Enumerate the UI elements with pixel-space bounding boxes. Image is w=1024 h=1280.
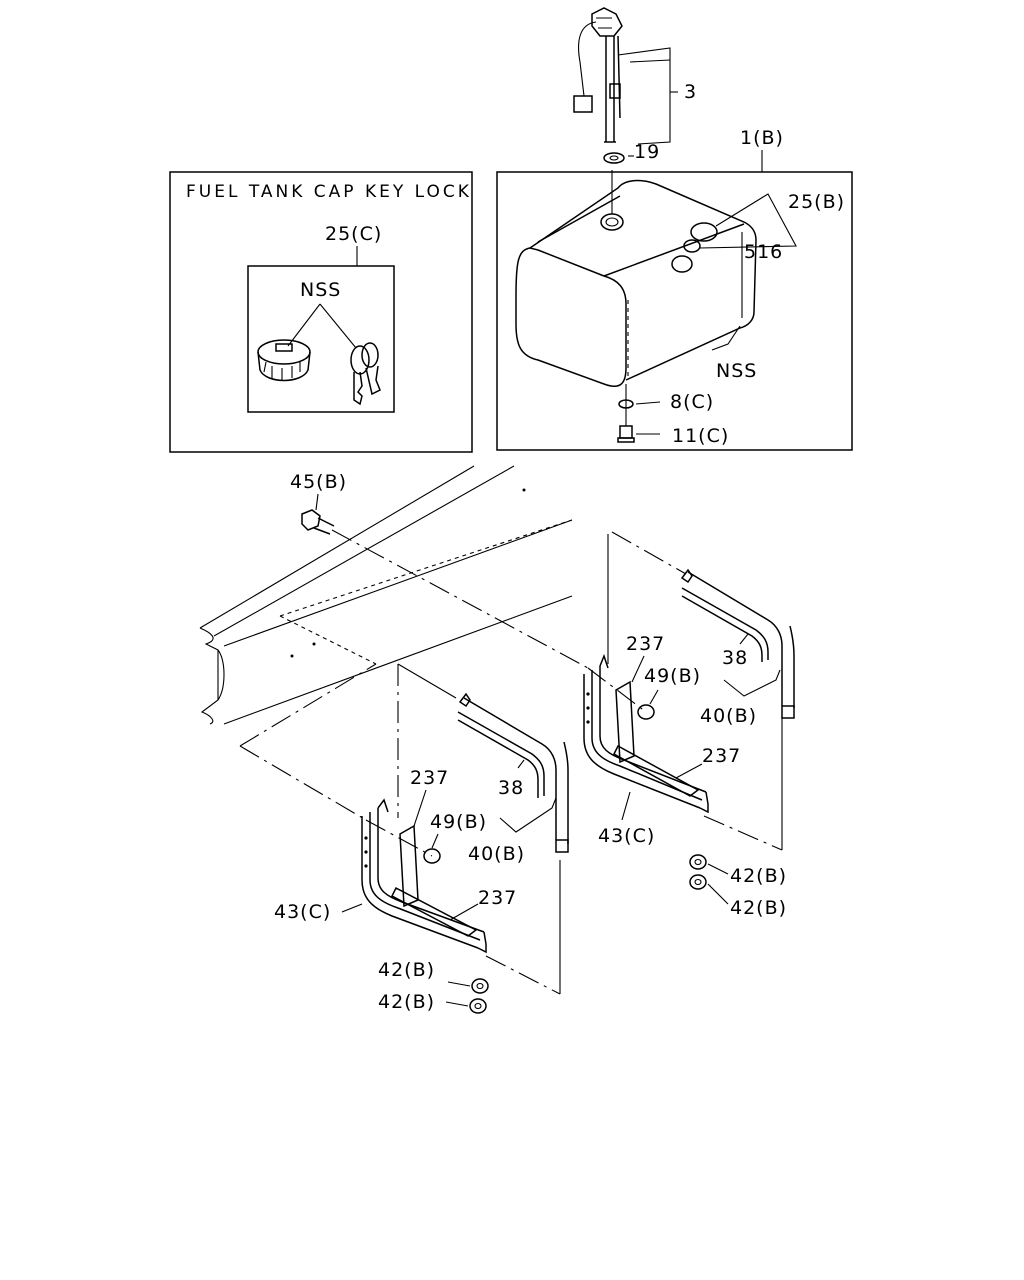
callout-19: 19 (634, 141, 660, 163)
callout-front-42b-b: 42(B) (730, 897, 787, 919)
fuel-cap-icon (257, 339, 311, 382)
callout-front-42b-a: 42(B) (730, 865, 787, 887)
inset-box-title: FUEL TANK CAP KEY LOCK (186, 182, 472, 202)
callout-front-49b: 49(B) (644, 665, 701, 687)
rear-nut-42b-b (469, 998, 487, 1014)
rear-nut-42b-a (471, 978, 489, 994)
inset-inner-box (247, 265, 395, 413)
rear-bracket-assembly (239, 663, 569, 995)
inset-part-label: 25(C) (325, 223, 382, 245)
callout-front-237-upper: 237 (626, 633, 665, 655)
callout-rear-40b: 40(B) (468, 843, 525, 865)
callout-front-43c: 43(C) (598, 825, 655, 847)
callout-3-leader (617, 47, 678, 145)
front-nut-42b-b (689, 874, 707, 890)
callout-3: 3 (684, 81, 697, 103)
callout-11c: 11(C) (672, 425, 729, 447)
callout-rear-237-upper: 237 (410, 767, 449, 789)
front-nut-42b-a (689, 854, 707, 870)
key-icon (350, 342, 381, 406)
callout-rear-237-lower: 237 (478, 887, 517, 909)
callout-rear-49b: 49(B) (430, 811, 487, 833)
callout-25b: 25(B) (788, 191, 845, 213)
callout-front-38: 38 (722, 647, 748, 669)
drain-plug-11c (617, 425, 635, 443)
fuel-tank (515, 170, 757, 426)
inset-nss-label: NSS (300, 279, 341, 301)
inset-box-key-lock (169, 171, 473, 453)
callout-516: 516 (744, 241, 783, 263)
callout-rear-38: 38 (498, 777, 524, 799)
callout-rear-42b-b: 42(B) (378, 991, 435, 1013)
washer-8c (618, 399, 634, 409)
fuel-tank-box (496, 171, 853, 451)
callout-front-237-lower: 237 (702, 745, 741, 767)
callout-front-40b: 40(B) (700, 705, 757, 727)
callout-rear-43c: 43(C) (274, 901, 331, 923)
gasket-19 (603, 152, 625, 164)
frame-rail (199, 465, 573, 725)
callout-45b: 45(B) (290, 471, 347, 493)
bolt-45b (301, 509, 335, 535)
callout-8c: 8(C) (670, 391, 714, 413)
callout-rear-42b-a: 42(B) (378, 959, 435, 981)
sender-unit (573, 7, 623, 143)
front-bracket-assembly (583, 531, 795, 851)
callout-1b: 1(B) (740, 127, 784, 149)
callout-tank-nss: NSS (716, 360, 757, 382)
